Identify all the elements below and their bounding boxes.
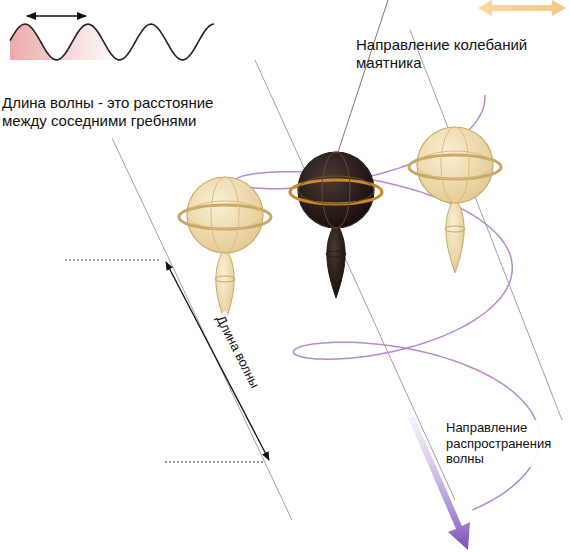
wavelength-label: Длина волны (212, 311, 264, 392)
oscillation-arrow (478, 0, 566, 16)
wave-line (10, 24, 214, 60)
pendulum-bob (409, 127, 501, 273)
wavelength-arrow (27, 15, 86, 17)
propagation-label: Направление распространения волны (444, 420, 566, 467)
pendulum-bob (290, 152, 382, 298)
guide-line (255, 60, 455, 500)
wavelength-note: Длина волны - это расстояние между сосед… (2, 94, 262, 130)
dotted-line (65, 260, 160, 261)
dotted-line (165, 462, 265, 463)
oscillation-label: Направление колебаний маятника (356, 36, 551, 72)
guide-line (112, 138, 292, 520)
pendulum-string (338, 0, 388, 152)
pendulum-bob (179, 177, 271, 323)
